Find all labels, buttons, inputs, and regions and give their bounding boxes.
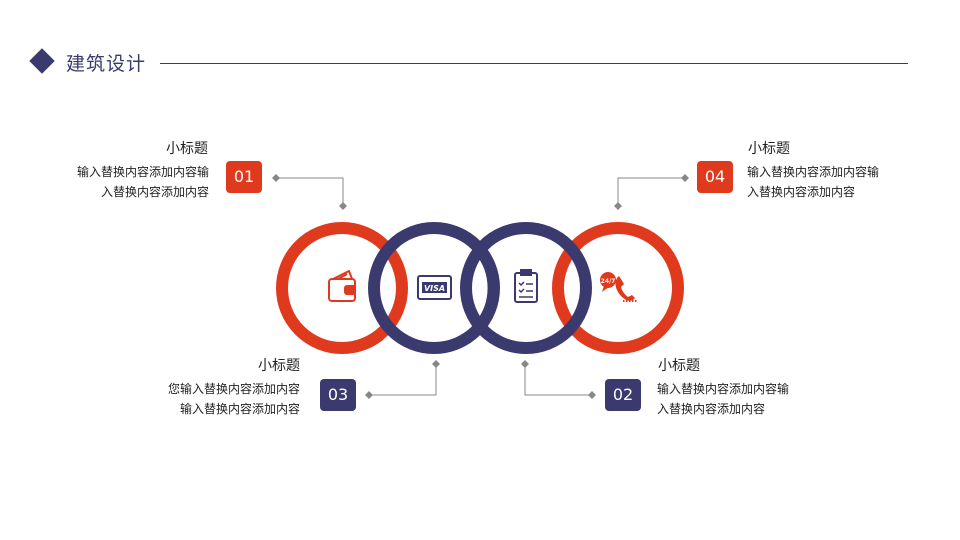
title-divider (160, 63, 908, 64)
connector-dots (272, 174, 689, 399)
visa-card-icon: VISA (417, 275, 452, 300)
ring-4 (552, 222, 684, 354)
item-01-description: 输入替换内容添加内容输 入替换内容添加内容 (76, 165, 209, 199)
clipboard-checklist-icon (514, 269, 538, 303)
item-02-description: 输入替换内容添加内容输 入替换内容添加内容 (657, 382, 790, 416)
item-02-badge: 02 (605, 379, 641, 411)
item-01-heading: 小标题 (166, 141, 208, 157)
connector-03 (369, 364, 437, 396)
phone-24-7-icon: 24/7 (600, 272, 637, 302)
visa-label: VISA (424, 284, 445, 293)
page-title: 建筑设计 (66, 53, 147, 75)
wallet-icon (328, 270, 356, 302)
ring-1 (276, 222, 408, 354)
connector-04 (617, 177, 685, 206)
connector-02 (524, 364, 592, 396)
connector-01 (276, 177, 344, 206)
item-03-heading: 小标题 (258, 358, 300, 374)
item-04-description: 输入替换内容添加内容输 入替换内容添加内容 (747, 165, 880, 199)
support-label: 24/7 (601, 278, 616, 285)
item-03-description: 您输入替换内容添加内容 输入替换内容添加内容 (167, 382, 300, 416)
item-04-heading: 小标题 (748, 141, 790, 157)
ring-3 (460, 222, 592, 354)
item-01-badge: 01 (226, 161, 262, 193)
item-02-heading: 小标题 (658, 358, 700, 374)
item-04-badge: 04 (697, 161, 733, 193)
connector-lines (276, 177, 685, 396)
item-03-badge: 03 (320, 379, 356, 411)
